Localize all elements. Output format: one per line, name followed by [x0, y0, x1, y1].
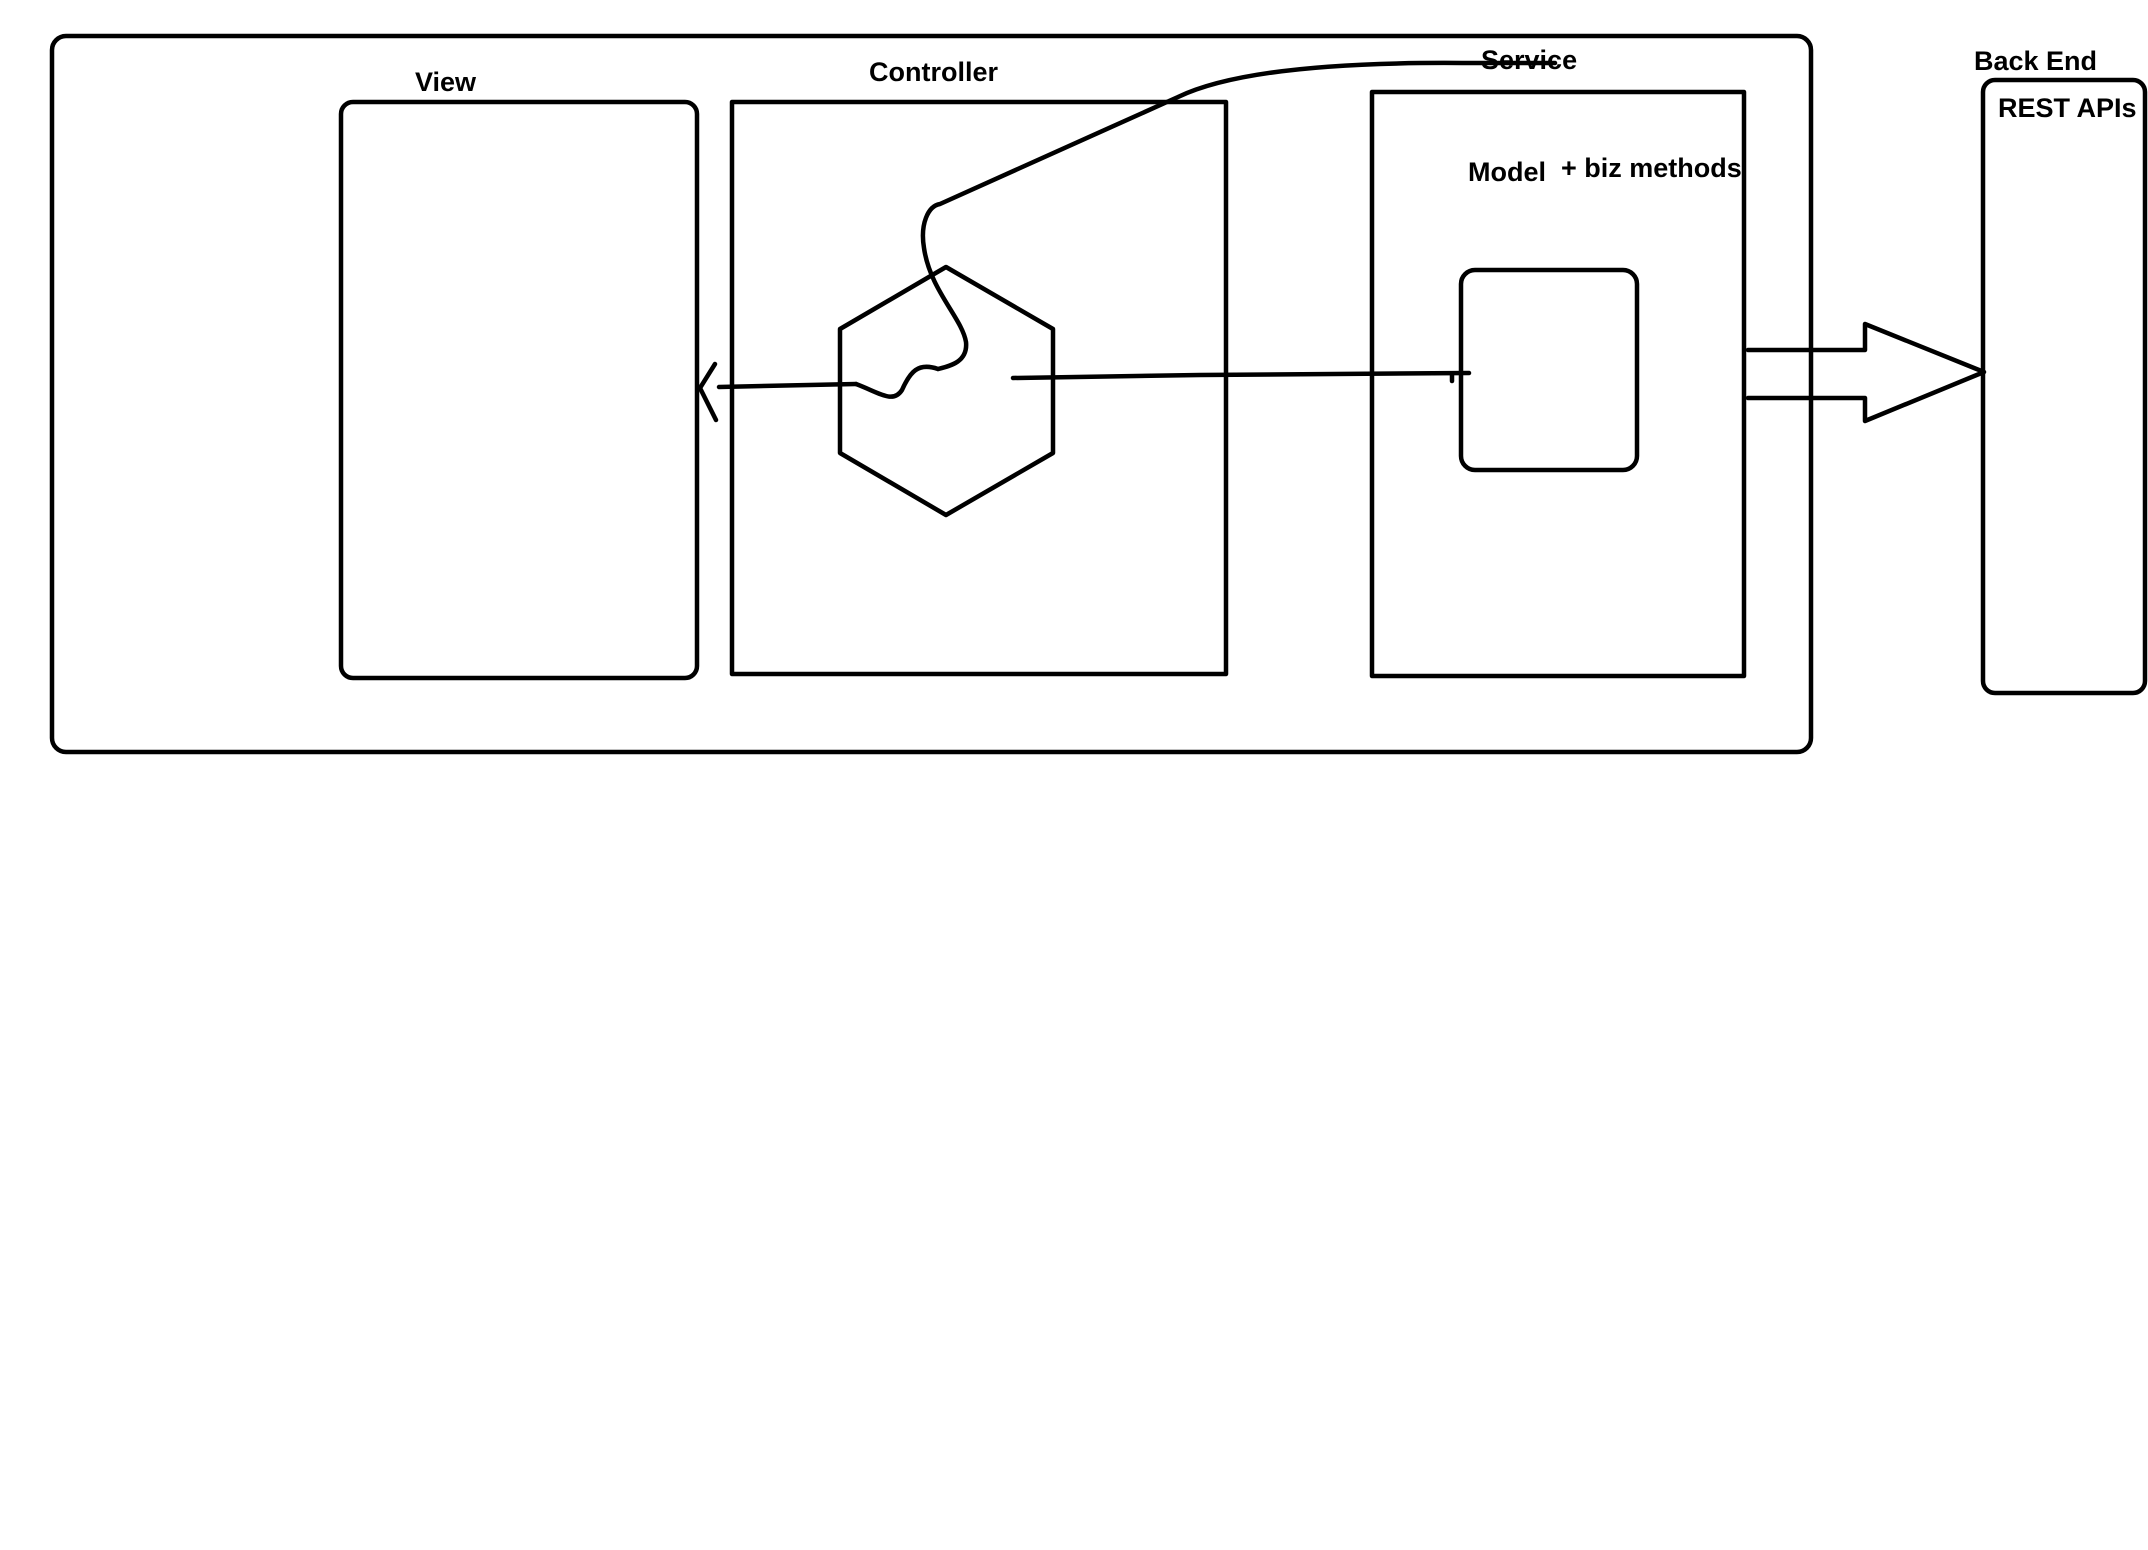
controller-hexagon [837, 264, 1056, 518]
model-box [1458, 267, 1640, 473]
view-box [338, 99, 700, 681]
model-label: Model [1468, 157, 1546, 187]
controller-to-model-line [1010, 370, 1472, 381]
back-end-label: Back End [1974, 46, 2097, 76]
controller-to-service-curve [920, 60, 1558, 372]
service-box [1369, 89, 1747, 679]
controller-to-view-arrowhead [697, 361, 719, 423]
rest-apis-label: REST APIs [1998, 93, 2137, 123]
service-to-backend-arrow [1745, 321, 1987, 424]
controller-to-view-arrow [716, 381, 859, 390]
service-label: Service [1481, 45, 1577, 75]
controller-label: Controller [869, 57, 998, 87]
frontend-container [49, 33, 1814, 755]
view-label: View [415, 67, 477, 97]
rest-apis-box [1980, 77, 2148, 696]
biz-methods-label: + biz methods [1561, 153, 1742, 183]
controller-squiggle [853, 364, 941, 399]
